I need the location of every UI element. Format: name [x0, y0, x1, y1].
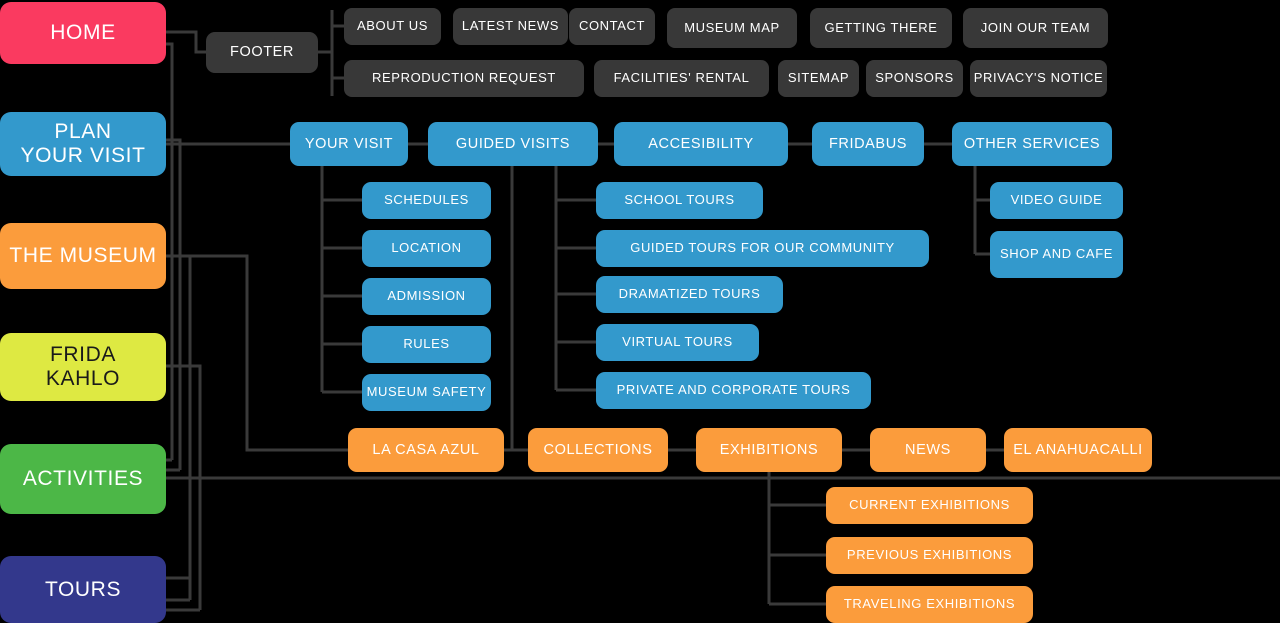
node-rules[interactable]: RULES — [362, 326, 491, 363]
node-label: SCHEDULES — [384, 192, 469, 208]
node-label: LA CASA AZUL — [372, 441, 480, 458]
footer-link-label: MUSEUM MAP — [684, 19, 780, 35]
node-label: CURRENT EXHIBITIONS — [849, 497, 1010, 513]
node-your-visit[interactable]: YOUR VISIT — [290, 122, 408, 166]
footer-link-label: SPONSORS — [875, 70, 954, 86]
node-virtual-tours[interactable]: VIRTUAL TOURS — [596, 324, 759, 361]
node-fridabus[interactable]: FRIDABUS — [812, 122, 924, 166]
node-label: RULES — [403, 336, 450, 352]
footer-link-sponsors[interactable]: SPONSORS — [866, 60, 963, 97]
rail-item-plan-your-visit[interactable]: PLAN YOUR VISIT — [0, 112, 166, 176]
rail-item-the-museum[interactable]: THE MUSEUM — [0, 223, 166, 289]
footer-link-label: JOIN OUR TEAM — [980, 19, 1091, 35]
node-guided-visits[interactable]: GUIDED VISITS — [428, 122, 598, 166]
footer-link-latest-news[interactable]: LATEST NEWS — [453, 8, 568, 45]
footer-link-label: REPRODUCTION REQUEST — [372, 70, 556, 86]
rail-label-frida-kahlo: FRIDA KAHLO — [45, 343, 121, 390]
node-label: GUIDED TOURS FOR OUR COMMUNITY — [630, 240, 895, 256]
node-label: PREVIOUS EXHIBITIONS — [846, 547, 1013, 563]
node-footer[interactable]: FOOTER — [206, 32, 318, 73]
node-dramatized-tours[interactable]: DRAMATIZED TOURS — [596, 276, 783, 313]
node-news[interactable]: NEWS — [870, 428, 986, 472]
node-label: VIDEO GUIDE — [1010, 192, 1103, 208]
rail-label-the-museum: THE MUSEUM — [9, 244, 157, 268]
rail-label-activities: ACTIVITIES — [22, 467, 144, 491]
node-label: COLLECTIONS — [543, 441, 653, 458]
rail-item-tours[interactable]: TOURS — [0, 556, 166, 623]
footer-link-join-our-team[interactable]: JOIN OUR TEAM — [963, 8, 1108, 48]
footer-link-privacys-notice[interactable]: PRIVACY'S NOTICE — [970, 60, 1107, 97]
node-label: OTHER SERVICES — [963, 135, 1101, 152]
node-label: PRIVATE AND CORPORATE TOURS — [616, 382, 851, 398]
node-label: VIRTUAL TOURS — [622, 334, 733, 350]
footer-link-label: ABOUT US — [356, 18, 429, 34]
node-other-services[interactable]: OTHER SERVICES — [952, 122, 1112, 166]
node-label: EXHIBITIONS — [719, 441, 819, 458]
footer-link-sitemap[interactable]: SITEMAP — [778, 60, 859, 97]
node-school-tours[interactable]: SCHOOL TOURS — [596, 182, 763, 219]
footer-link-reproduction-request[interactable]: REPRODUCTION REQUEST — [344, 60, 584, 97]
footer-link-label: CONTACT — [578, 18, 646, 34]
node-exhibitions[interactable]: EXHIBITIONS — [696, 428, 842, 472]
footer-link-facilities-rental[interactable]: FACILITIES' RENTAL — [594, 60, 769, 97]
node-guided-tours-for-our-community[interactable]: GUIDED TOURS FOR OUR COMMUNITY — [596, 230, 929, 267]
node-collections[interactable]: COLLECTIONS — [528, 428, 668, 472]
node-admission[interactable]: ADMISSION — [362, 278, 491, 315]
node-current-exhibitions[interactable]: CURRENT EXHIBITIONS — [826, 487, 1033, 524]
rail-label-home: HOME — [50, 21, 116, 45]
footer-link-contact[interactable]: CONTACT — [569, 8, 655, 45]
node-label: GUIDED VISITS — [455, 135, 571, 152]
rail-item-frida-kahlo[interactable]: FRIDA KAHLO — [0, 333, 166, 401]
node-location[interactable]: LOCATION — [362, 230, 491, 267]
footer-link-getting-there[interactable]: GETTING THERE — [810, 8, 952, 48]
node-schedules[interactable]: SCHEDULES — [362, 182, 491, 219]
node-private-and-corporate-tours[interactable]: PRIVATE AND CORPORATE TOURS — [596, 372, 871, 409]
node-label: DRAMATIZED TOURS — [618, 286, 761, 302]
node-label: TRAVELING EXHIBITIONS — [843, 596, 1016, 612]
node-accesibility[interactable]: ACCESIBILITY — [614, 122, 788, 166]
footer-link-label: GETTING THERE — [824, 19, 938, 35]
rail-label-tours: TOURS — [44, 577, 122, 601]
footer-label: FOOTER — [229, 44, 294, 61]
node-shop-and-cafe[interactable]: SHOP AND CAFE — [990, 231, 1123, 278]
footer-link-museum-map[interactable]: MUSEUM MAP — [667, 8, 797, 48]
rail-item-activities[interactable]: ACTIVITIES — [0, 444, 166, 514]
footer-link-label: LATEST NEWS — [461, 18, 560, 34]
node-label: MUSEUM SAFETY — [366, 384, 487, 400]
node-el-anahuacalli[interactable]: EL ANAHUACALLI — [1004, 428, 1152, 472]
node-label: SHOP AND CAFE — [999, 246, 1114, 262]
node-la-casa-azul[interactable]: LA CASA AZUL — [348, 428, 504, 472]
node-label: ACCESIBILITY — [648, 135, 754, 152]
node-label: LOCATION — [391, 240, 462, 256]
rail-label-plan-your-visit: PLAN YOUR VISIT — [20, 120, 146, 167]
node-traveling-exhibitions[interactable]: TRAVELING EXHIBITIONS — [826, 586, 1033, 623]
node-video-guide[interactable]: VIDEO GUIDE — [990, 182, 1123, 219]
node-label: NEWS — [905, 441, 951, 458]
footer-link-label: PRIVACY'S NOTICE — [973, 70, 1104, 86]
node-label: FRIDABUS — [828, 135, 908, 152]
node-label: EL ANAHUACALLI — [1013, 441, 1143, 458]
node-label: ADMISSION — [387, 288, 466, 304]
footer-link-label: FACILITIES' RENTAL — [613, 70, 750, 86]
node-previous-exhibitions[interactable]: PREVIOUS EXHIBITIONS — [826, 537, 1033, 574]
node-label: SCHOOL TOURS — [624, 192, 735, 208]
rail-item-home[interactable]: HOME — [0, 2, 166, 64]
node-museum-safety[interactable]: MUSEUM SAFETY — [362, 374, 491, 411]
footer-link-label: SITEMAP — [787, 70, 850, 86]
node-label: YOUR VISIT — [304, 135, 394, 152]
footer-link-about-us[interactable]: ABOUT US — [344, 8, 441, 45]
